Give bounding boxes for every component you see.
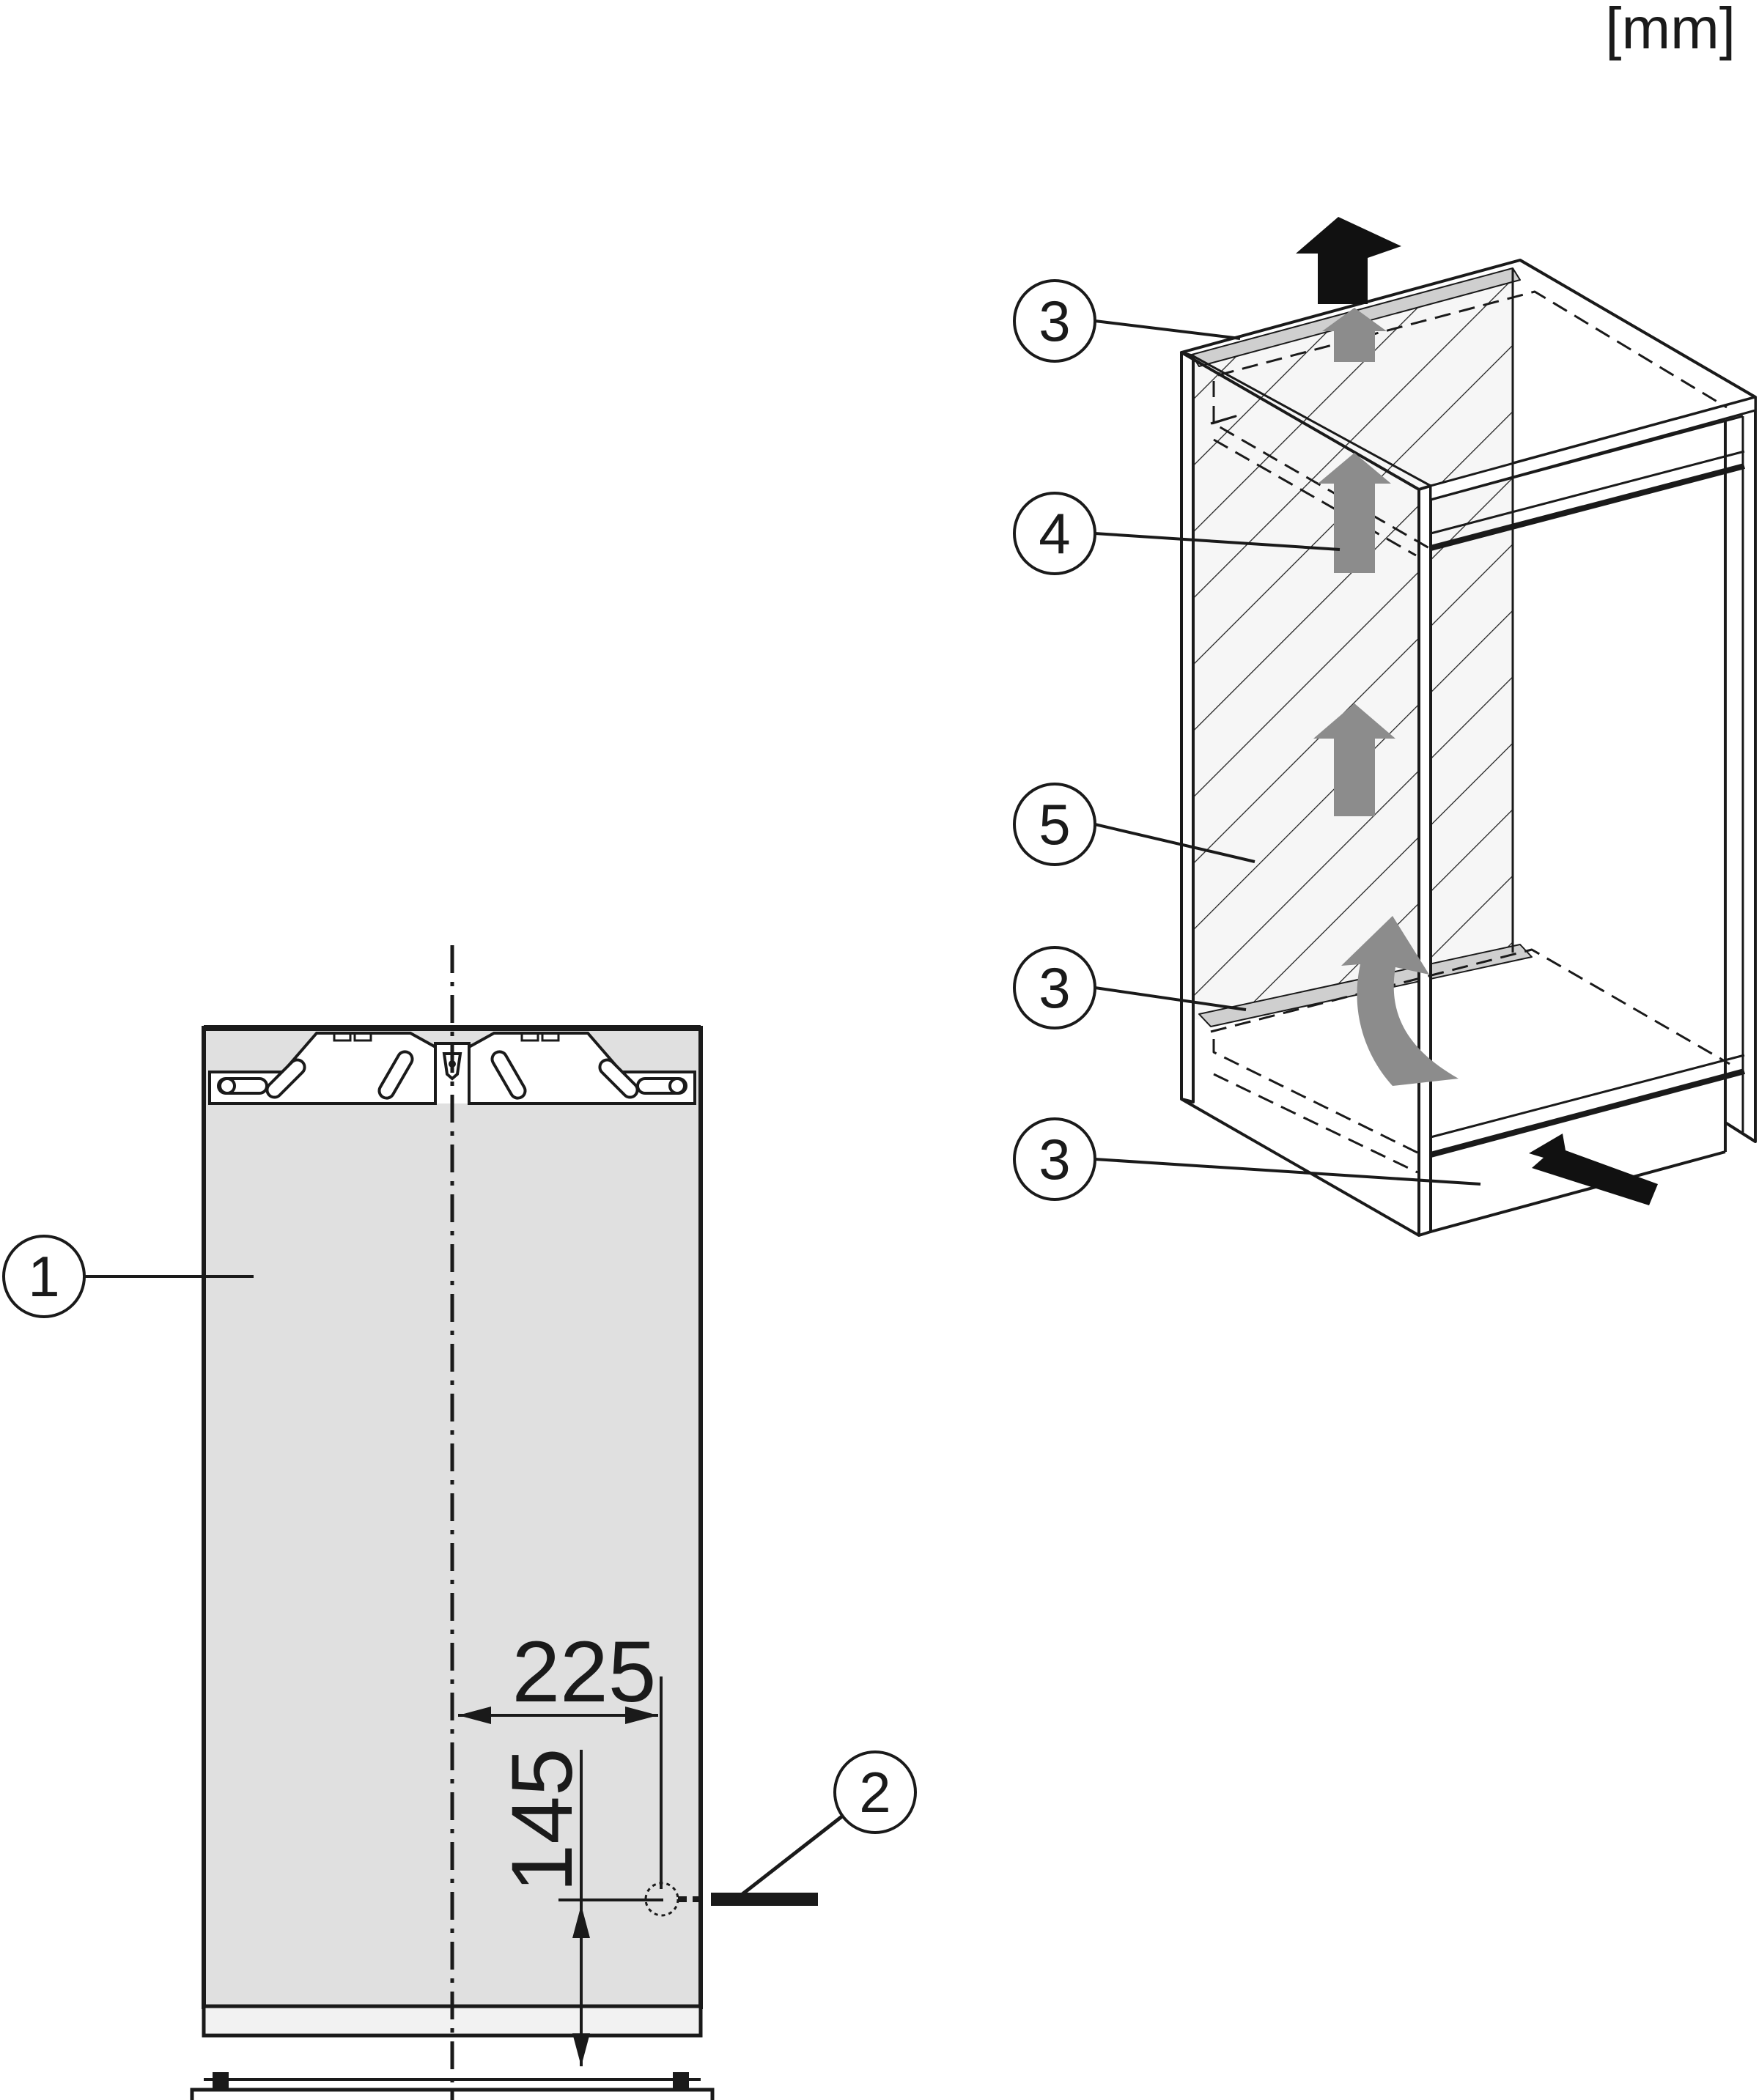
intake-arrow-icon bbox=[1529, 1134, 1658, 1205]
curved-arrow-icon bbox=[1341, 916, 1459, 1086]
units-label: [mm] bbox=[1605, 0, 1736, 61]
callout-3-bottom-label: 3 bbox=[1039, 1127, 1070, 1191]
exhaust-arrow-icon bbox=[1296, 217, 1401, 304]
cabinet-isometric-view bbox=[1180, 259, 1757, 1237]
callout-numbers: 1 2 3 4 5 3 3 bbox=[28, 289, 1070, 1824]
callouts bbox=[2, 279, 1481, 1901]
callout-4-label: 4 bbox=[1039, 501, 1070, 566]
arrow-up-icon bbox=[1322, 308, 1387, 362]
callout-3-top-label: 3 bbox=[1039, 289, 1070, 353]
mounting-bracket bbox=[208, 1032, 696, 1105]
arrow-up-icon bbox=[1313, 703, 1395, 816]
callout-2 bbox=[833, 1750, 917, 1834]
appliance-front-view: 225 145 bbox=[190, 945, 818, 2100]
connection-cable bbox=[711, 1893, 818, 1906]
callout-5-label: 5 bbox=[1039, 792, 1070, 857]
callout-2-label: 2 bbox=[859, 1760, 890, 1824]
arrow-up-icon bbox=[1318, 453, 1391, 573]
dimension-145-label: 145 bbox=[494, 1748, 591, 1893]
airflow-arrows bbox=[1296, 217, 1658, 1205]
dimension-225-label: 225 bbox=[512, 1624, 657, 1720]
callout-1-label: 1 bbox=[28, 1244, 59, 1309]
dimension-horizontal: 225 bbox=[458, 1624, 663, 1889]
dimension-vertical: 145 bbox=[494, 1748, 663, 2066]
callout-3-middle-label: 3 bbox=[1039, 955, 1070, 1020]
